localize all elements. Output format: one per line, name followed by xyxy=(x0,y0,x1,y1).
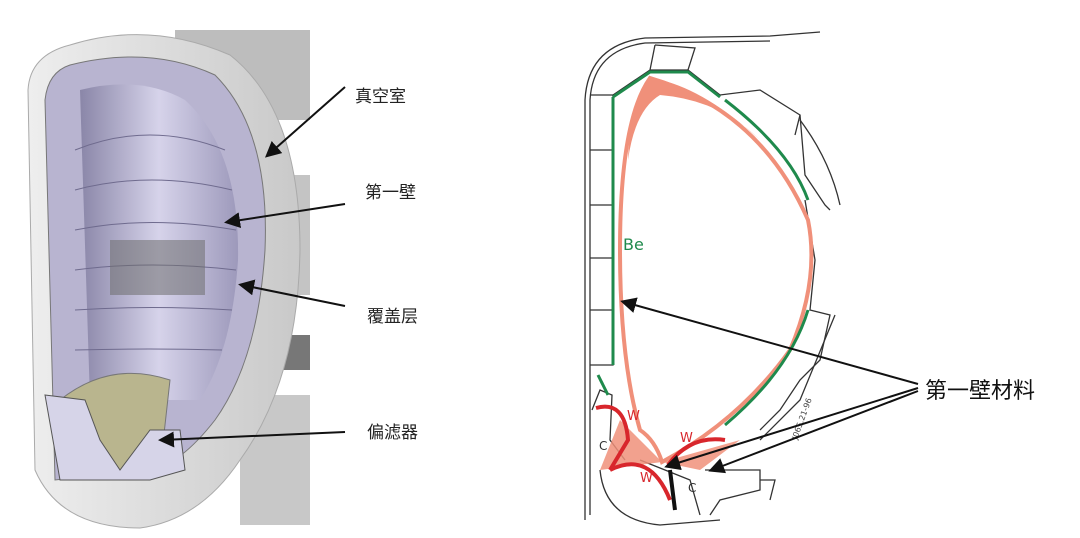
plasma-boundary xyxy=(617,75,814,465)
arrow-to-w xyxy=(664,387,919,471)
label-w-outer: W xyxy=(680,431,693,446)
arrow-to-be xyxy=(620,297,919,385)
label-be: Be xyxy=(623,235,644,254)
left-cutaway-render xyxy=(27,30,310,529)
label-vacuum-vessel: 真空室 xyxy=(355,87,406,107)
arrow-to-c xyxy=(708,390,919,474)
beryllium-first-wall xyxy=(596,70,810,427)
scrape-off-layer-top xyxy=(628,78,760,160)
arrow-divertor xyxy=(158,431,346,448)
vessel-outline-inner xyxy=(589,40,771,515)
divertor-legs xyxy=(600,420,740,470)
carbon-target xyxy=(668,469,677,511)
divertor-outline xyxy=(591,389,776,526)
label-divertor: 偏滤器 xyxy=(367,423,418,443)
label-w-inner: W xyxy=(627,409,640,424)
label-blanket: 覆盖层 xyxy=(367,307,418,327)
port-opening xyxy=(110,240,205,295)
label-first-wall-materials: 第一壁材料 xyxy=(925,379,1035,404)
label-c-inner: C xyxy=(599,439,607,453)
label-w-dome: W xyxy=(640,471,653,486)
arrow-blanket xyxy=(238,279,346,307)
arrow-first-wall xyxy=(224,203,346,229)
label-first-wall: 第一壁 xyxy=(365,183,416,203)
left-labels: 真空室 第一壁 覆盖层 偏滤器 xyxy=(158,86,418,448)
vessel-outline xyxy=(584,31,821,520)
label-c-outer: C xyxy=(688,481,696,495)
arrow-vacuum-vessel xyxy=(265,86,346,158)
first-wall-panels xyxy=(74,134,237,351)
divertor-structure xyxy=(44,394,186,481)
